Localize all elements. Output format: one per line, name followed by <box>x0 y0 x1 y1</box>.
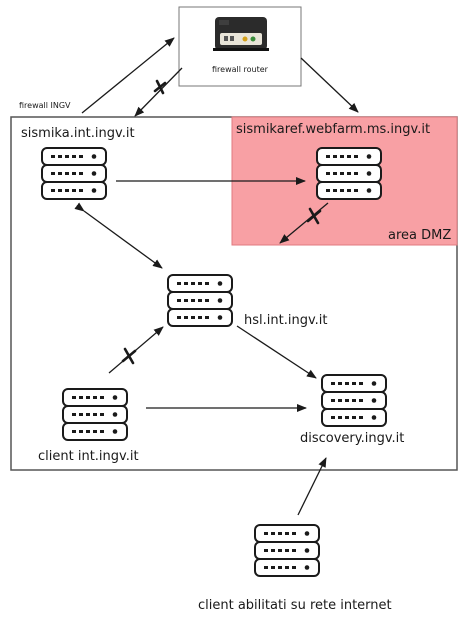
discovery-label: discovery.ingv.it <box>300 431 405 446</box>
client-int-label: client int.ingv.it <box>38 449 139 464</box>
server-stack-icon <box>41 147 107 200</box>
sismikaref-label: sismikaref.webfarm.ms.ingv.it <box>236 122 431 137</box>
firewall-router-label: firewall router <box>212 65 268 74</box>
blocked-x-icon <box>153 79 167 95</box>
server-stack-icon <box>167 274 233 327</box>
arrow-client-to-hsl-blocked <box>108 326 164 374</box>
client-internet-label: client abilitati su rete internet <box>198 598 392 613</box>
firewall-ingv-label: firewall INGV <box>19 101 71 110</box>
sismika-label: sismika.int.ingv.it <box>21 126 135 141</box>
server-stack-icon <box>62 388 128 441</box>
server-stack-icon <box>321 374 387 427</box>
arrow-firewall-ingv-to-router <box>81 37 175 114</box>
blocked-x-icon <box>306 207 322 225</box>
arrow-router-to-sismika <box>134 67 183 117</box>
server-stack-icon <box>316 147 382 200</box>
router-device-icon <box>213 17 269 51</box>
arrow-sismika-hsl <box>74 202 163 269</box>
area-dmz-label: area DMZ <box>388 228 452 243</box>
arrow-sismikaref-blocked-outbound <box>279 202 329 244</box>
blocked-x-icon <box>121 347 137 365</box>
arrow-hsl-to-discovery <box>236 325 317 379</box>
arrow-router-to-dmz <box>300 57 359 113</box>
hsl-label: hsl.int.ingv.it <box>244 313 328 328</box>
server-stack-icon <box>254 524 320 577</box>
arrow-internet-client-to-discovery <box>297 457 327 516</box>
